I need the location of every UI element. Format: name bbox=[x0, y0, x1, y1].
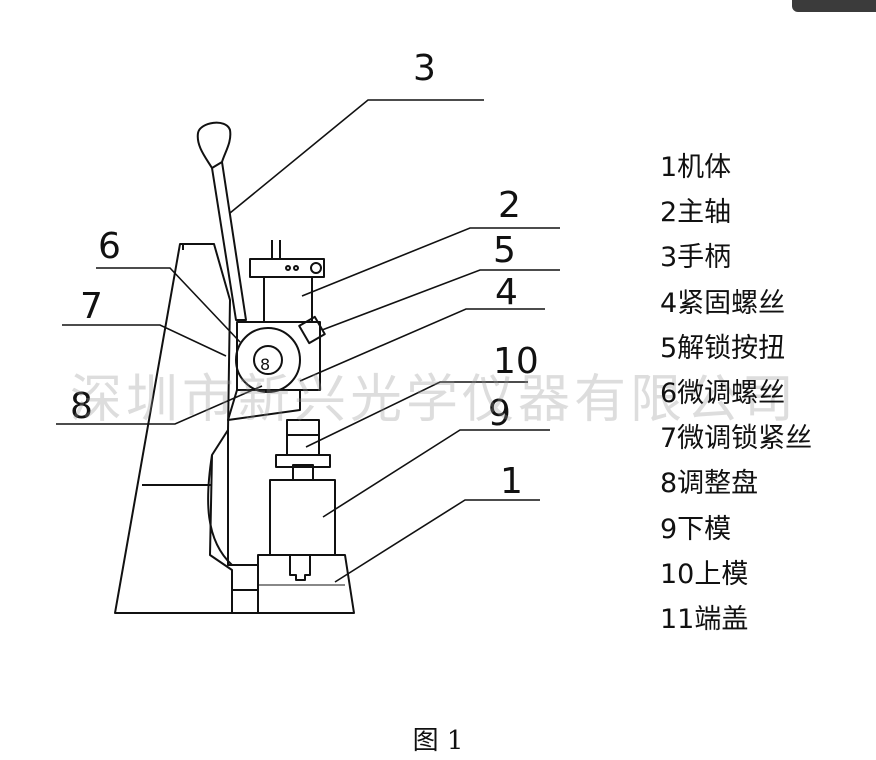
legend-item: 11端盖 bbox=[660, 604, 749, 636]
watermark: 深圳市新兴光学仪器有限公司 bbox=[70, 370, 799, 430]
svg-text:8: 8 bbox=[260, 355, 270, 374]
callout-labels: 1 2 3 4 5 6 7 8 9 10 bbox=[70, 48, 539, 502]
leader-3 bbox=[229, 99, 484, 214]
leader-5 bbox=[321, 269, 560, 331]
adjust-disc bbox=[235, 327, 301, 393]
machine-body bbox=[114, 243, 233, 614]
machine-column bbox=[207, 454, 233, 566]
callout-5: 5 bbox=[493, 230, 516, 271]
callout-8: 8 bbox=[70, 386, 93, 427]
legend-item: 5解锁按扭 bbox=[660, 332, 786, 364]
leader-lines bbox=[56, 99, 560, 583]
handle-grip bbox=[196, 121, 232, 169]
handle-bar bbox=[211, 161, 247, 321]
legend-item: 10上模 bbox=[660, 558, 749, 590]
leader-1 bbox=[334, 499, 540, 583]
leader-9 bbox=[322, 429, 550, 518]
base-block bbox=[257, 554, 355, 614]
callout-1: 1 bbox=[500, 461, 523, 502]
lower-die bbox=[269, 479, 336, 556]
legend-item: 1机体 bbox=[660, 152, 732, 183]
machine-drawing: 8 bbox=[114, 121, 355, 614]
leader-6 bbox=[96, 267, 241, 343]
callout-10: 10 bbox=[493, 341, 539, 382]
legend-item: 3手柄 bbox=[660, 242, 732, 274]
legend-item: 4紧固螺丝 bbox=[660, 287, 786, 319]
upper-die bbox=[286, 419, 320, 456]
legend-item: 8调整盘 bbox=[660, 468, 759, 500]
parts-legend: 1机体 2主轴 3手柄 4紧固螺丝 5解锁按扭 6微调螺丝 7微调锁紧丝 8调整… bbox=[660, 145, 812, 642]
callout-7: 7 bbox=[80, 286, 103, 327]
legend-item: 6微调螺丝 bbox=[660, 378, 786, 410]
leader-4 bbox=[299, 308, 545, 382]
legend-item: 7微调锁紧丝 bbox=[660, 423, 813, 455]
leader-2 bbox=[301, 227, 560, 297]
unlock-knob bbox=[298, 315, 326, 345]
figure-caption: 图 1 bbox=[412, 726, 464, 756]
callout-3: 3 bbox=[413, 48, 436, 89]
callout-6: 6 bbox=[98, 226, 121, 267]
callout-4: 4 bbox=[495, 272, 518, 313]
legend-item: 9下模 bbox=[660, 513, 732, 545]
callout-9: 9 bbox=[488, 393, 511, 434]
leader-10 bbox=[305, 381, 528, 448]
callout-2: 2 bbox=[498, 185, 521, 226]
leader-8 bbox=[56, 385, 263, 425]
window-corner-tab bbox=[792, 0, 876, 12]
legend-item: 2主轴 bbox=[660, 197, 732, 229]
leader-7 bbox=[62, 324, 227, 357]
